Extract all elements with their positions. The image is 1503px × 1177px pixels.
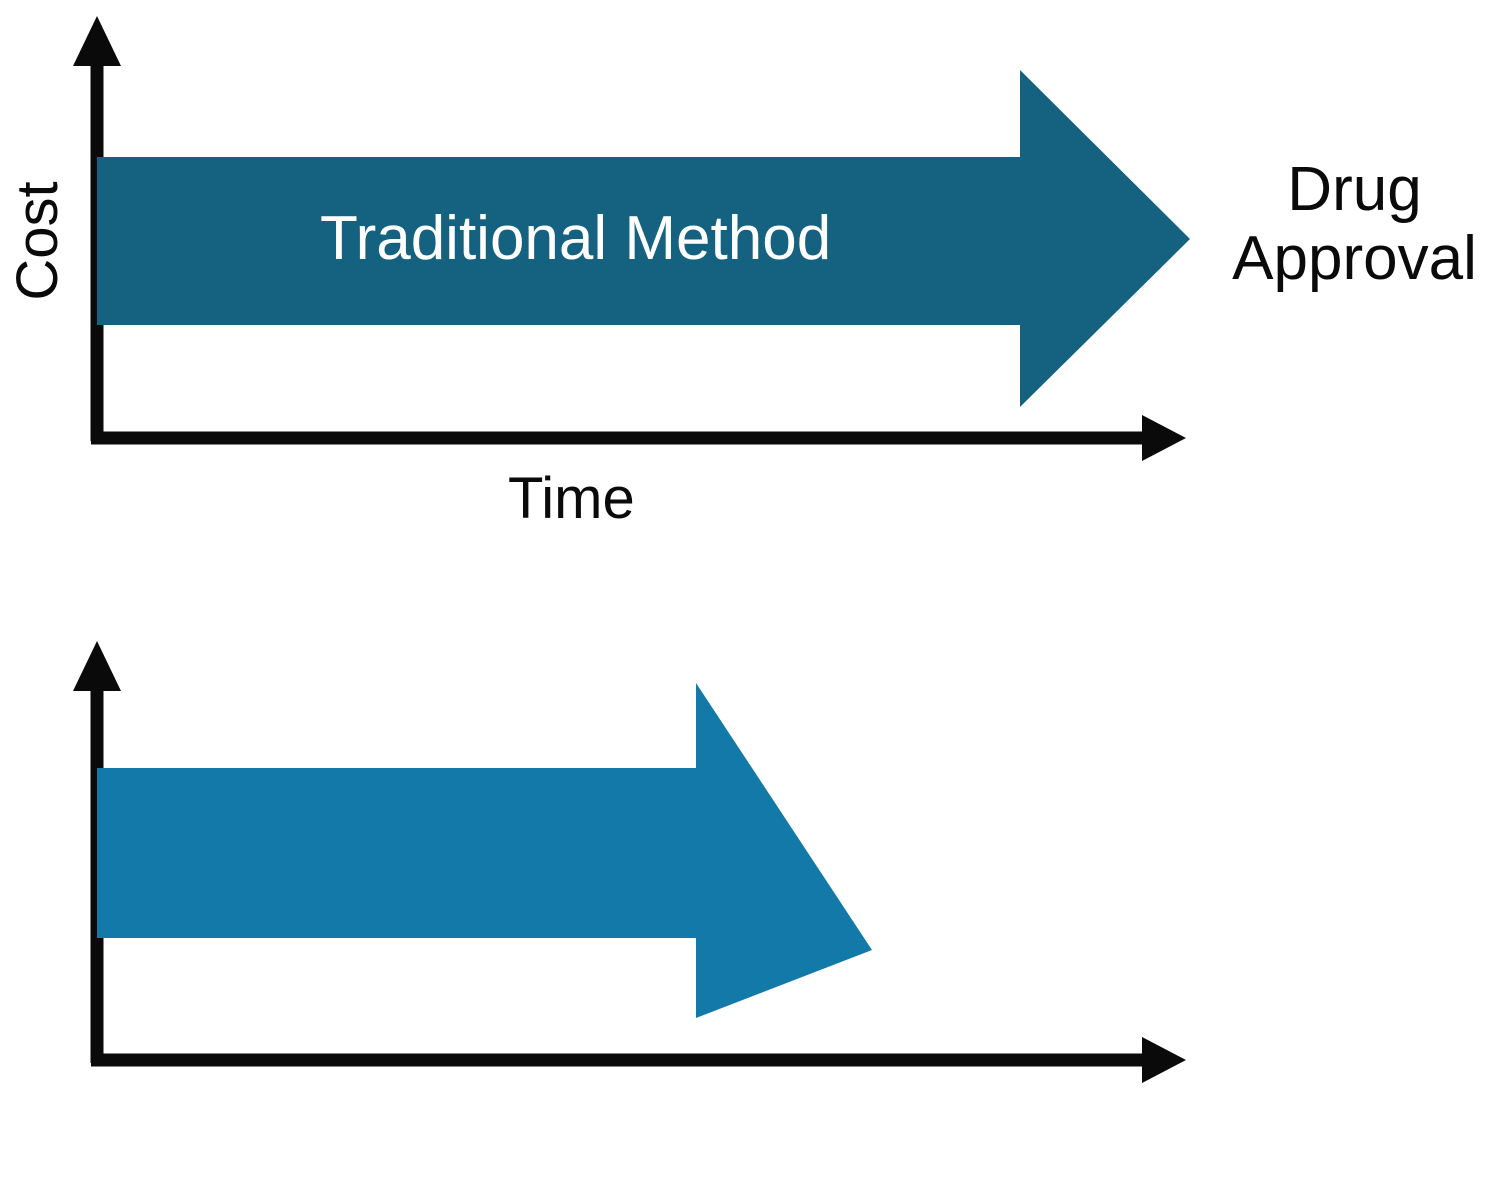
panel-traditional-method: Traditional Method Cost Time Drug Approv… bbox=[5, 16, 1497, 531]
traditional-arrow-shape bbox=[97, 70, 1190, 407]
panel-new-method: New Method Cost Time Drug Approval bbox=[0, 600, 1503, 1177]
y-axis-arrowhead-icon bbox=[73, 16, 121, 66]
y-axis-arrowhead-icon bbox=[73, 641, 121, 691]
x-axis-arrowhead-icon bbox=[1142, 1037, 1186, 1083]
y-axis-label-cost: Cost bbox=[5, 181, 70, 301]
endpoint-label-drug-approval: Drug Approval bbox=[1212, 155, 1497, 294]
new-arrow-shape bbox=[97, 683, 872, 1018]
x-axis-arrowhead-icon bbox=[1142, 415, 1186, 461]
endpoint-line-2: Approval bbox=[1232, 224, 1477, 294]
x-axis-label-time: Time bbox=[508, 466, 635, 531]
endpoint-line-1: Drug bbox=[1287, 155, 1422, 224]
traditional-method-caption: Traditional Method bbox=[320, 204, 832, 273]
new-method-arrow bbox=[97, 683, 872, 1018]
traditional-method-arrow bbox=[97, 70, 1190, 407]
